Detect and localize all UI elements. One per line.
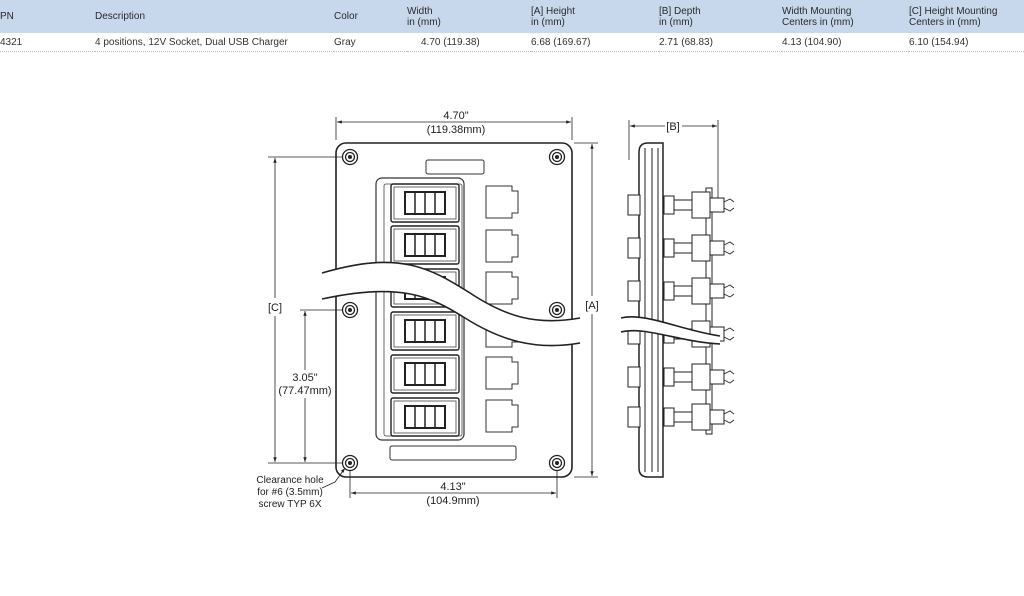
label-window [485,185,519,219]
mount-dimension-inch: 4.13" [440,481,465,493]
cell-width-mounting: 4.13 (104.90) [782,33,909,52]
dimension-a-label: [A] [585,300,598,312]
rocker-switch [390,311,460,351]
cell-height: 6.68 (169.67) [531,33,659,52]
spacing-dimension-inch: 3.05" [292,372,317,384]
header-color: Color [334,0,407,33]
cell-width: 4.70 (119.38) [407,33,531,52]
header-description: Description [95,0,334,33]
rocker-switch [390,397,460,437]
header-pn: PN [0,0,95,33]
cell-height-mounting: 6.10 (154.94) [909,33,1024,52]
rocker-switch [390,354,460,394]
cell-pn: 4321 [0,33,95,52]
label-window [485,271,519,305]
switch-terminal [663,363,735,391]
rocker-switch [390,183,460,223]
front-view: 4.70" (119.38mm) [256,110,598,510]
width-dimension-mm: (119.38mm) [427,124,485,136]
width-dimension-inch: 4.70" [443,110,468,122]
clearance-note-line2: for #6 (3.5mm) [257,487,323,498]
mounting-screw [548,148,566,166]
mounting-screw [548,301,566,319]
label-window [485,229,519,263]
switch-terminal [663,191,735,219]
mounting-screw [341,148,359,166]
mounting-screw [548,454,566,472]
switch-terminal [663,234,735,262]
break-band [322,262,580,346]
label-window [485,356,519,390]
dimension-c-label: [C] [268,302,282,314]
label-window [485,399,519,433]
side-view: [B] [620,120,735,478]
rocker-switch [390,225,460,265]
table-row: 4321 4 positions, 12V Socket, Dual USB C… [0,33,1024,52]
mounting-screw [341,301,359,319]
cell-color: Gray [334,33,407,52]
spacing-dimension-mm: (77.47mm) [278,385,331,397]
dimension-b-label: [B] [666,121,679,133]
switch-terminal [663,403,735,431]
clearance-note-line3: screw TYP 6X [259,499,322,510]
mount-dimension-mm: (104.9mm) [426,495,479,507]
switch-terminal [663,277,735,305]
clearance-note-line1: Clearance hole [256,475,324,486]
cell-description: 4 positions, 12V Socket, Dual USB Charge… [95,33,334,52]
cell-depth: 2.71 (68.83) [659,33,782,52]
